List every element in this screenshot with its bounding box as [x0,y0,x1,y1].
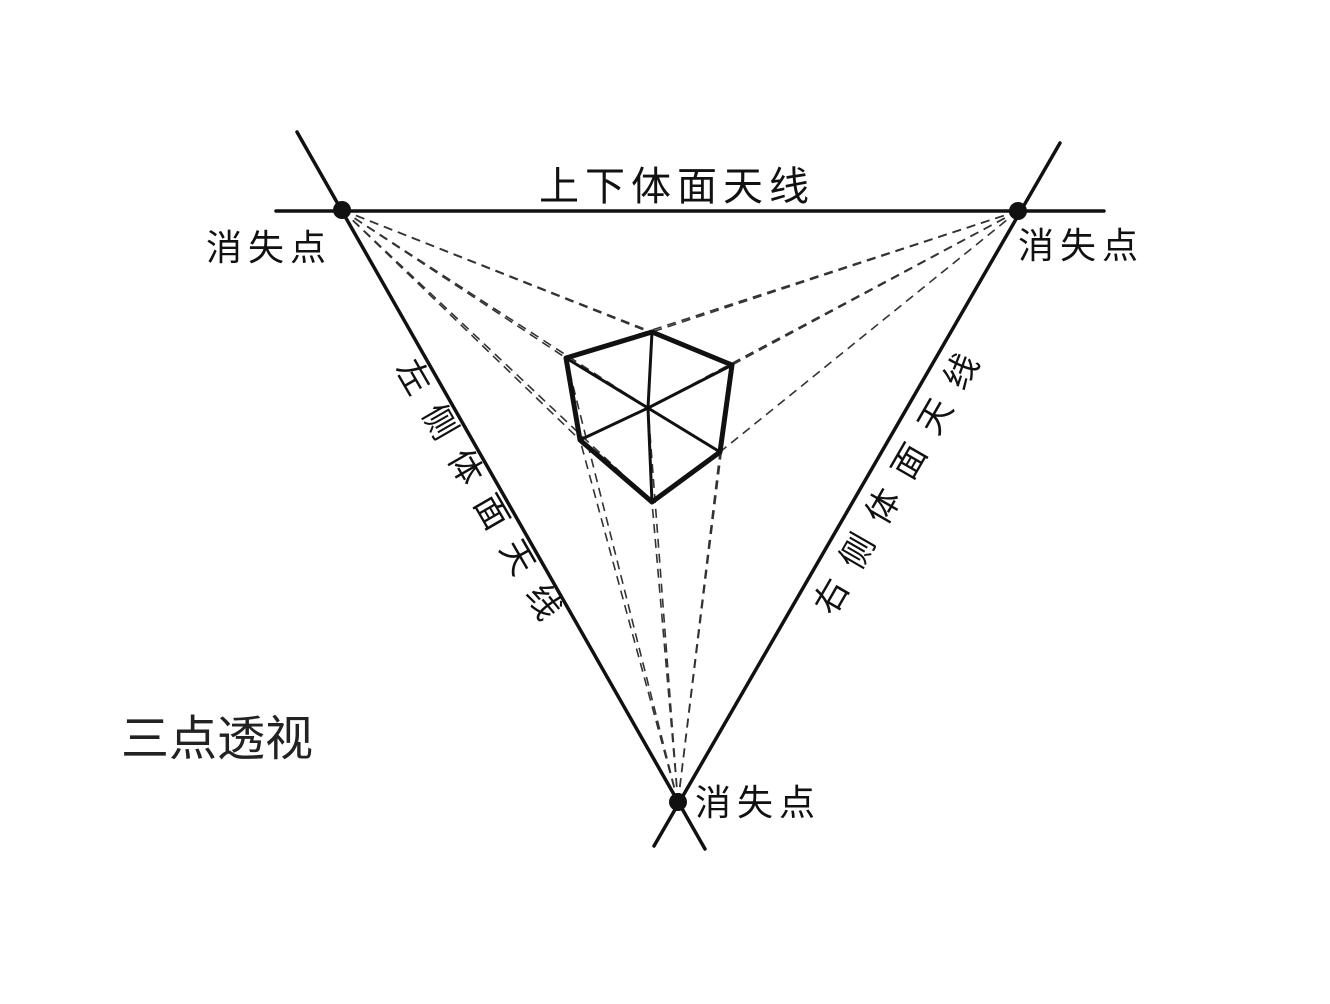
left-side-line [295,130,707,851]
horizon-label: 上下体面天线 [539,164,815,210]
vanishing-point-top-left [333,201,351,219]
right-line-label: 右侧体面天线 [806,331,997,621]
vanishing-points [333,201,1027,811]
projection-line [341,209,567,359]
construction-lines [274,130,1106,851]
projection-line [341,209,653,503]
right-side-line [652,141,1062,848]
diagram-title: 三点透视 [121,711,313,767]
projection-line [677,451,721,803]
projection-line [565,357,679,803]
cube [563,329,735,505]
projection-line [719,210,1019,453]
projection-line [341,209,649,409]
cube-edge [646,406,654,504]
projection-lines [341,209,1019,803]
vanishing-point-label-top-right: 消失点 [1018,226,1144,267]
cube-edge [646,406,722,454]
projection-line [579,439,679,803]
projection-line [647,407,679,803]
projection-line [341,209,581,441]
cube-edge [646,330,654,410]
cube-edge [578,406,650,442]
left-line-label: 左侧体面天线 [387,353,578,643]
vanishing-point-label-top-left: 消失点 [206,228,332,269]
vanishing-point-bottom [669,793,687,811]
vanishing-point-top-right [1009,202,1027,220]
cube-edge [564,356,650,410]
projection-line [731,210,1019,366]
cube-edge [646,363,734,410]
vanishing-point-label-bottom: 消失点 [695,783,821,824]
